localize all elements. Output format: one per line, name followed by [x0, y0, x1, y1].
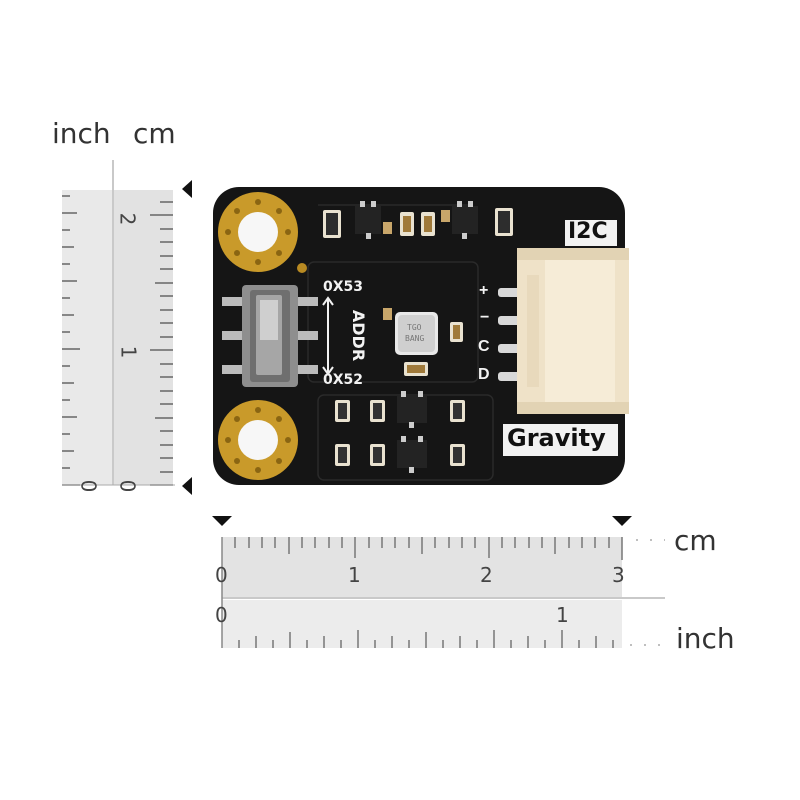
bottom-inch-tick-0: 0: [215, 603, 228, 627]
address-switch: [222, 285, 318, 387]
top-smd-components: [323, 201, 513, 239]
pin-label-sda: D: [478, 366, 490, 383]
pin-label-gnd: −: [480, 309, 490, 326]
addr-low-label: 0X52: [323, 372, 364, 388]
bottom-cm-tick-3: 3: [612, 563, 625, 587]
pin-label-vcc: +: [479, 282, 489, 299]
bottom-inch-tick-1: 1: [556, 603, 569, 627]
bottom-cm-unit-label: cm: [674, 524, 717, 557]
top-marker-icon: [182, 180, 192, 198]
i2c-label: I2C: [568, 219, 608, 244]
addr-high-label: 0X53: [323, 279, 364, 295]
left-marker-icon: [212, 516, 232, 526]
pin-label-scl: C: [478, 338, 490, 355]
cm-unit-label: cm: [133, 117, 176, 150]
mounting-hole-bottom: [218, 400, 298, 480]
sensor-chip: [383, 308, 463, 376]
bottom-cm-tick-2: 2: [480, 563, 493, 587]
bottom-smd-components: [335, 391, 465, 473]
bottom-cm-tick-1: 1: [348, 563, 361, 587]
chip-marking-line1: TGO: [407, 323, 422, 332]
inch-unit-label: inch: [52, 117, 111, 150]
ph-connector: [517, 248, 629, 414]
gravity-label: Gravity: [507, 424, 606, 452]
bottom-marker-icon: [182, 477, 192, 495]
mounting-hole-top: [218, 192, 298, 272]
right-marker-icon: [612, 516, 632, 526]
chip-marking-line2: BANG: [405, 334, 425, 343]
addr-label: ADDR: [349, 309, 369, 362]
bottom-inch-unit-label: inch: [676, 622, 735, 655]
bottom-cm-tick-0: 0: [215, 563, 228, 587]
